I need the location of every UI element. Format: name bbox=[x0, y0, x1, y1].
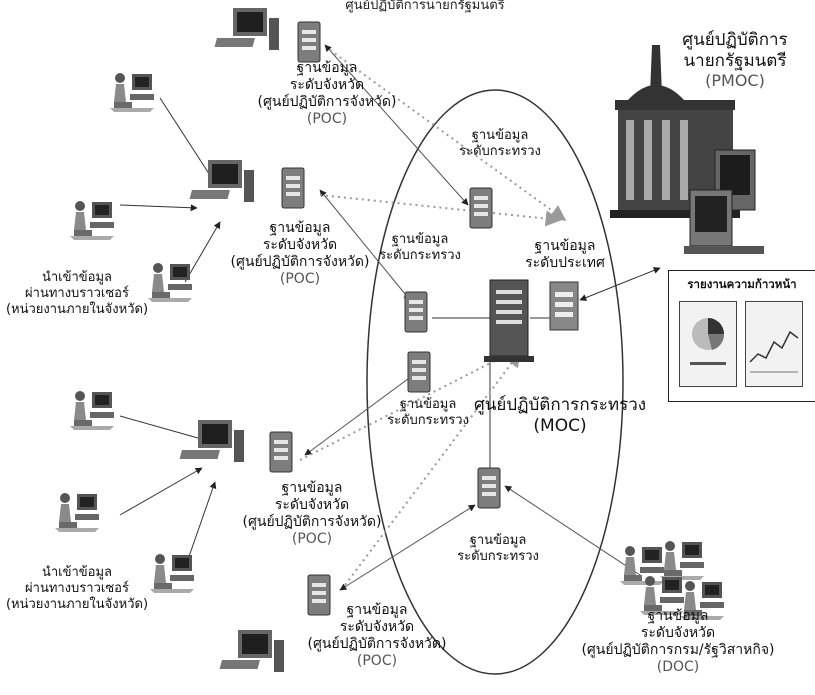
user-terminal bbox=[150, 554, 194, 593]
province-db-label: ฐานข้อมูล ระดับจังหวัด (ศูนย์ปฏิบัติการจ… bbox=[307, 602, 447, 670]
pmoc-label: ศูนย์ปฏิบัติการ นายกรัฐมนตรี (PMOC) bbox=[682, 30, 788, 91]
ministry-db-label: ฐานข้อมูลระดับกระทรวง bbox=[459, 128, 541, 159]
computer-icon bbox=[189, 160, 254, 202]
national-db-label: ฐานข้อมูลระดับประเทศ bbox=[525, 238, 605, 272]
computer-icon bbox=[179, 420, 244, 462]
user-terminal bbox=[110, 73, 154, 112]
ministry-db-label: ฐานข้อมูลระดับกระทรวง bbox=[379, 232, 461, 263]
user-terminal bbox=[148, 263, 192, 302]
server-icon bbox=[469, 187, 493, 229]
user-terminal bbox=[70, 201, 114, 240]
ministry-db-label: ฐานข้อมูลระดับกระทรวง bbox=[457, 533, 539, 564]
server-icon bbox=[269, 431, 293, 473]
server-icon bbox=[281, 167, 305, 209]
user-terminal bbox=[55, 493, 99, 532]
server-icon bbox=[297, 21, 321, 63]
pie-chart-thumbnail bbox=[679, 301, 737, 387]
doc-label: ฐานข้อมูล ระดับจังหวัด (ศูนย์ปฏิบัติการก… bbox=[581, 608, 775, 676]
line-chart-thumbnail bbox=[745, 301, 803, 387]
server-icon bbox=[407, 351, 431, 393]
moc-label: ศูนย์ปฏิบัติการกระทรวง (MOC) bbox=[473, 395, 647, 436]
province-db-label: ฐานข้อมูล ระดับจังหวัด (ศูนย์ปฏิบัติการจ… bbox=[257, 60, 397, 128]
server-icon bbox=[477, 467, 501, 509]
pmoc-workstation-icon bbox=[684, 149, 764, 254]
computer-icon bbox=[214, 8, 279, 50]
user-terminal bbox=[70, 391, 114, 430]
header-text-cropped: ศูนย์ปฏิบัติการนายกรัฐมนตรี bbox=[345, 0, 505, 13]
ministry-db-label: ฐานข้อมูลระดับกระทรวง bbox=[387, 397, 469, 428]
moc-server-rack-icon bbox=[484, 279, 534, 362]
report-title: รายงานความก้าวหน้า bbox=[687, 277, 797, 291]
progress-report-panel: รายงานความก้าวหน้า bbox=[668, 270, 815, 402]
province-db-label: ฐานข้อมูล ระดับจังหวัด (ศูนย์ปฏิบัติการจ… bbox=[230, 220, 370, 288]
moc-boundary bbox=[366, 89, 624, 675]
province-db-label: ฐานข้อมูล ระดับจังหวัด (ศูนย์ปฏิบัติการจ… bbox=[242, 480, 382, 548]
national-db-server-icon bbox=[549, 281, 579, 331]
browser-import-label: นำเข้าข้อมูล ผ่านทางบราวเซอร์ (หน่วยงานภ… bbox=[5, 270, 149, 317]
browser-import-label: นำเข้าข้อมูล ผ่านทางบราวเซอร์ (หน่วยงานภ… bbox=[5, 565, 149, 612]
server-icon bbox=[404, 291, 428, 333]
computer-icon bbox=[219, 630, 284, 672]
